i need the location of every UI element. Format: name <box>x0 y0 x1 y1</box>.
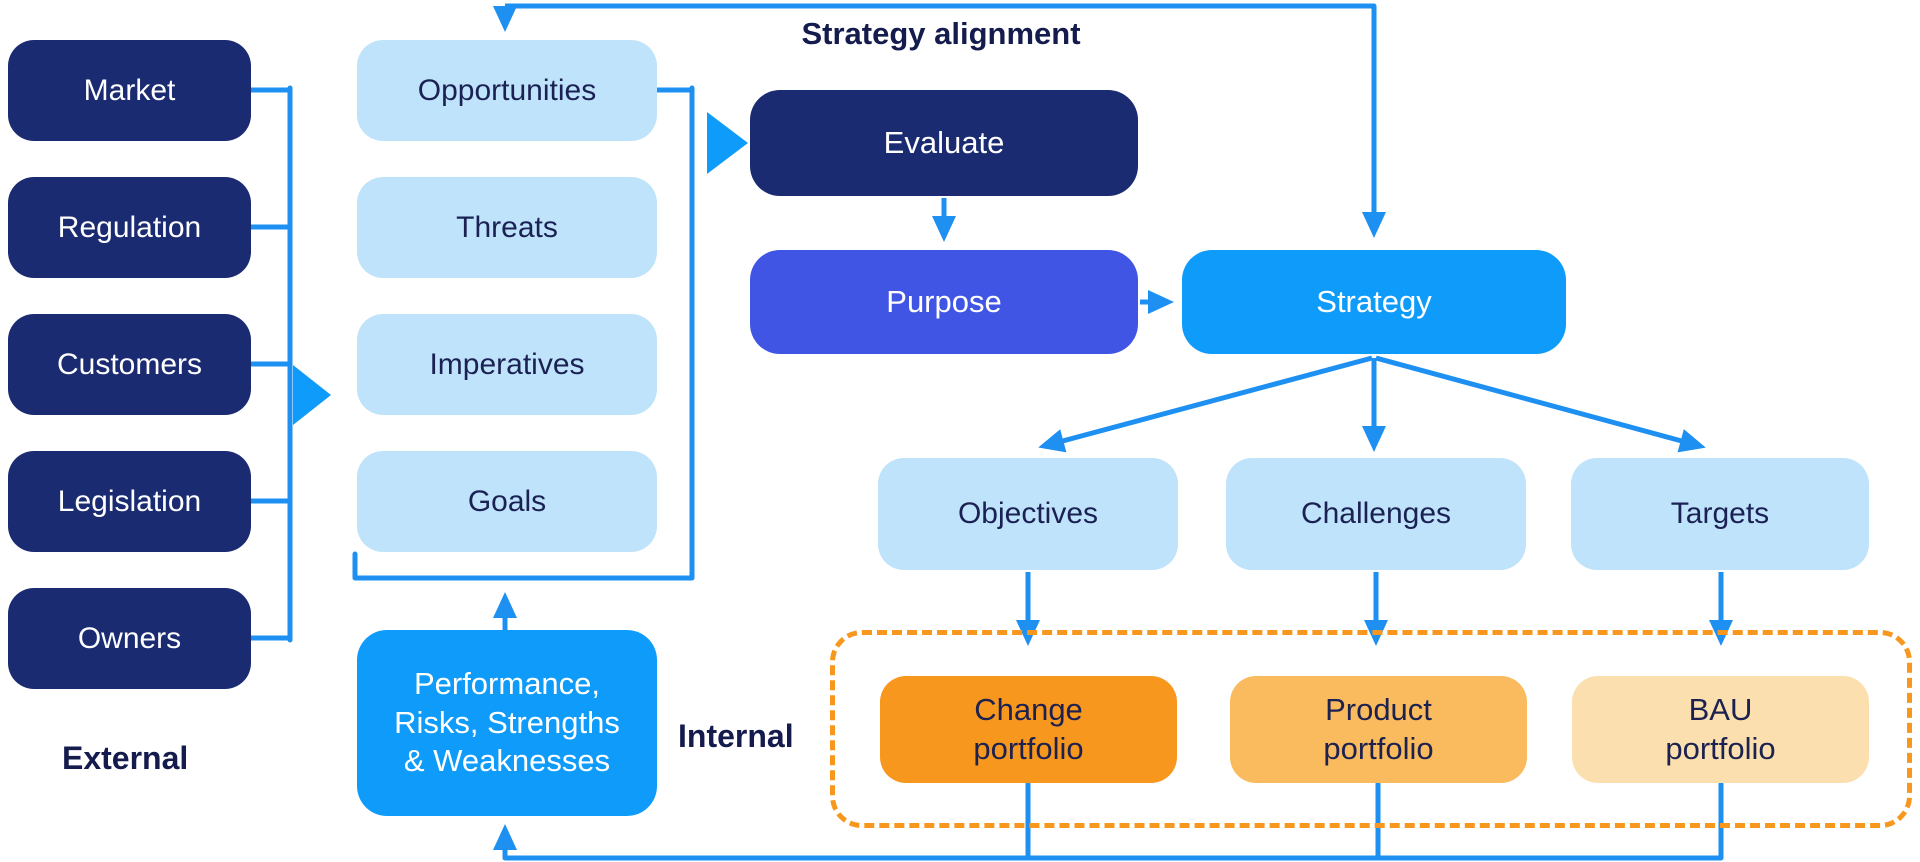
portfolio-group-frame <box>830 630 1912 828</box>
node-customers: Customers <box>8 314 251 415</box>
external-bracket-line <box>248 85 293 643</box>
internal-label: Internal <box>678 718 794 754</box>
node-imperatives: Imperatives <box>357 314 657 415</box>
external-to-internal-arrow <box>293 365 331 425</box>
product-portfolio-label: Product portfolio <box>1323 691 1434 766</box>
node-market: Market <box>8 40 251 141</box>
node-regulation: Regulation <box>8 177 251 278</box>
node-purpose: Purpose <box>750 250 1138 354</box>
diagram-title: Strategy alignment <box>801 16 1081 51</box>
node-opportunities: Opportunities <box>357 40 657 141</box>
node-change-portfolio: Change portfolio <box>880 676 1177 783</box>
external-label: External <box>62 740 189 776</box>
node-legislation: Legislation <box>8 451 251 552</box>
node-evaluate: Evaluate <box>750 90 1138 196</box>
node-challenges: Challenges <box>1226 458 1526 570</box>
strategy-to-targets-arrow <box>1375 355 1706 453</box>
node-objectives: Objectives <box>878 458 1178 570</box>
performance-swot-label: Performance, Risks, Strengths & Weakness… <box>394 665 620 779</box>
node-strategy: Strategy <box>1182 250 1566 354</box>
node-performance-swot: Performance, Risks, Strengths & Weakness… <box>357 630 657 816</box>
node-owners: Owners <box>8 588 251 689</box>
node-targets: Targets <box>1571 458 1869 570</box>
node-goals: Goals <box>357 451 657 552</box>
bau-portfolio-label: BAU portfolio <box>1665 691 1776 766</box>
strategy-to-objectives-arrow <box>1038 355 1373 453</box>
node-product-portfolio: Product portfolio <box>1230 676 1527 783</box>
change-portfolio-label: Change portfolio <box>973 691 1084 766</box>
internal-to-evaluate-arrow <box>707 112 748 174</box>
node-threats: Threats <box>357 177 657 278</box>
node-bau-portfolio: BAU portfolio <box>1572 676 1869 783</box>
